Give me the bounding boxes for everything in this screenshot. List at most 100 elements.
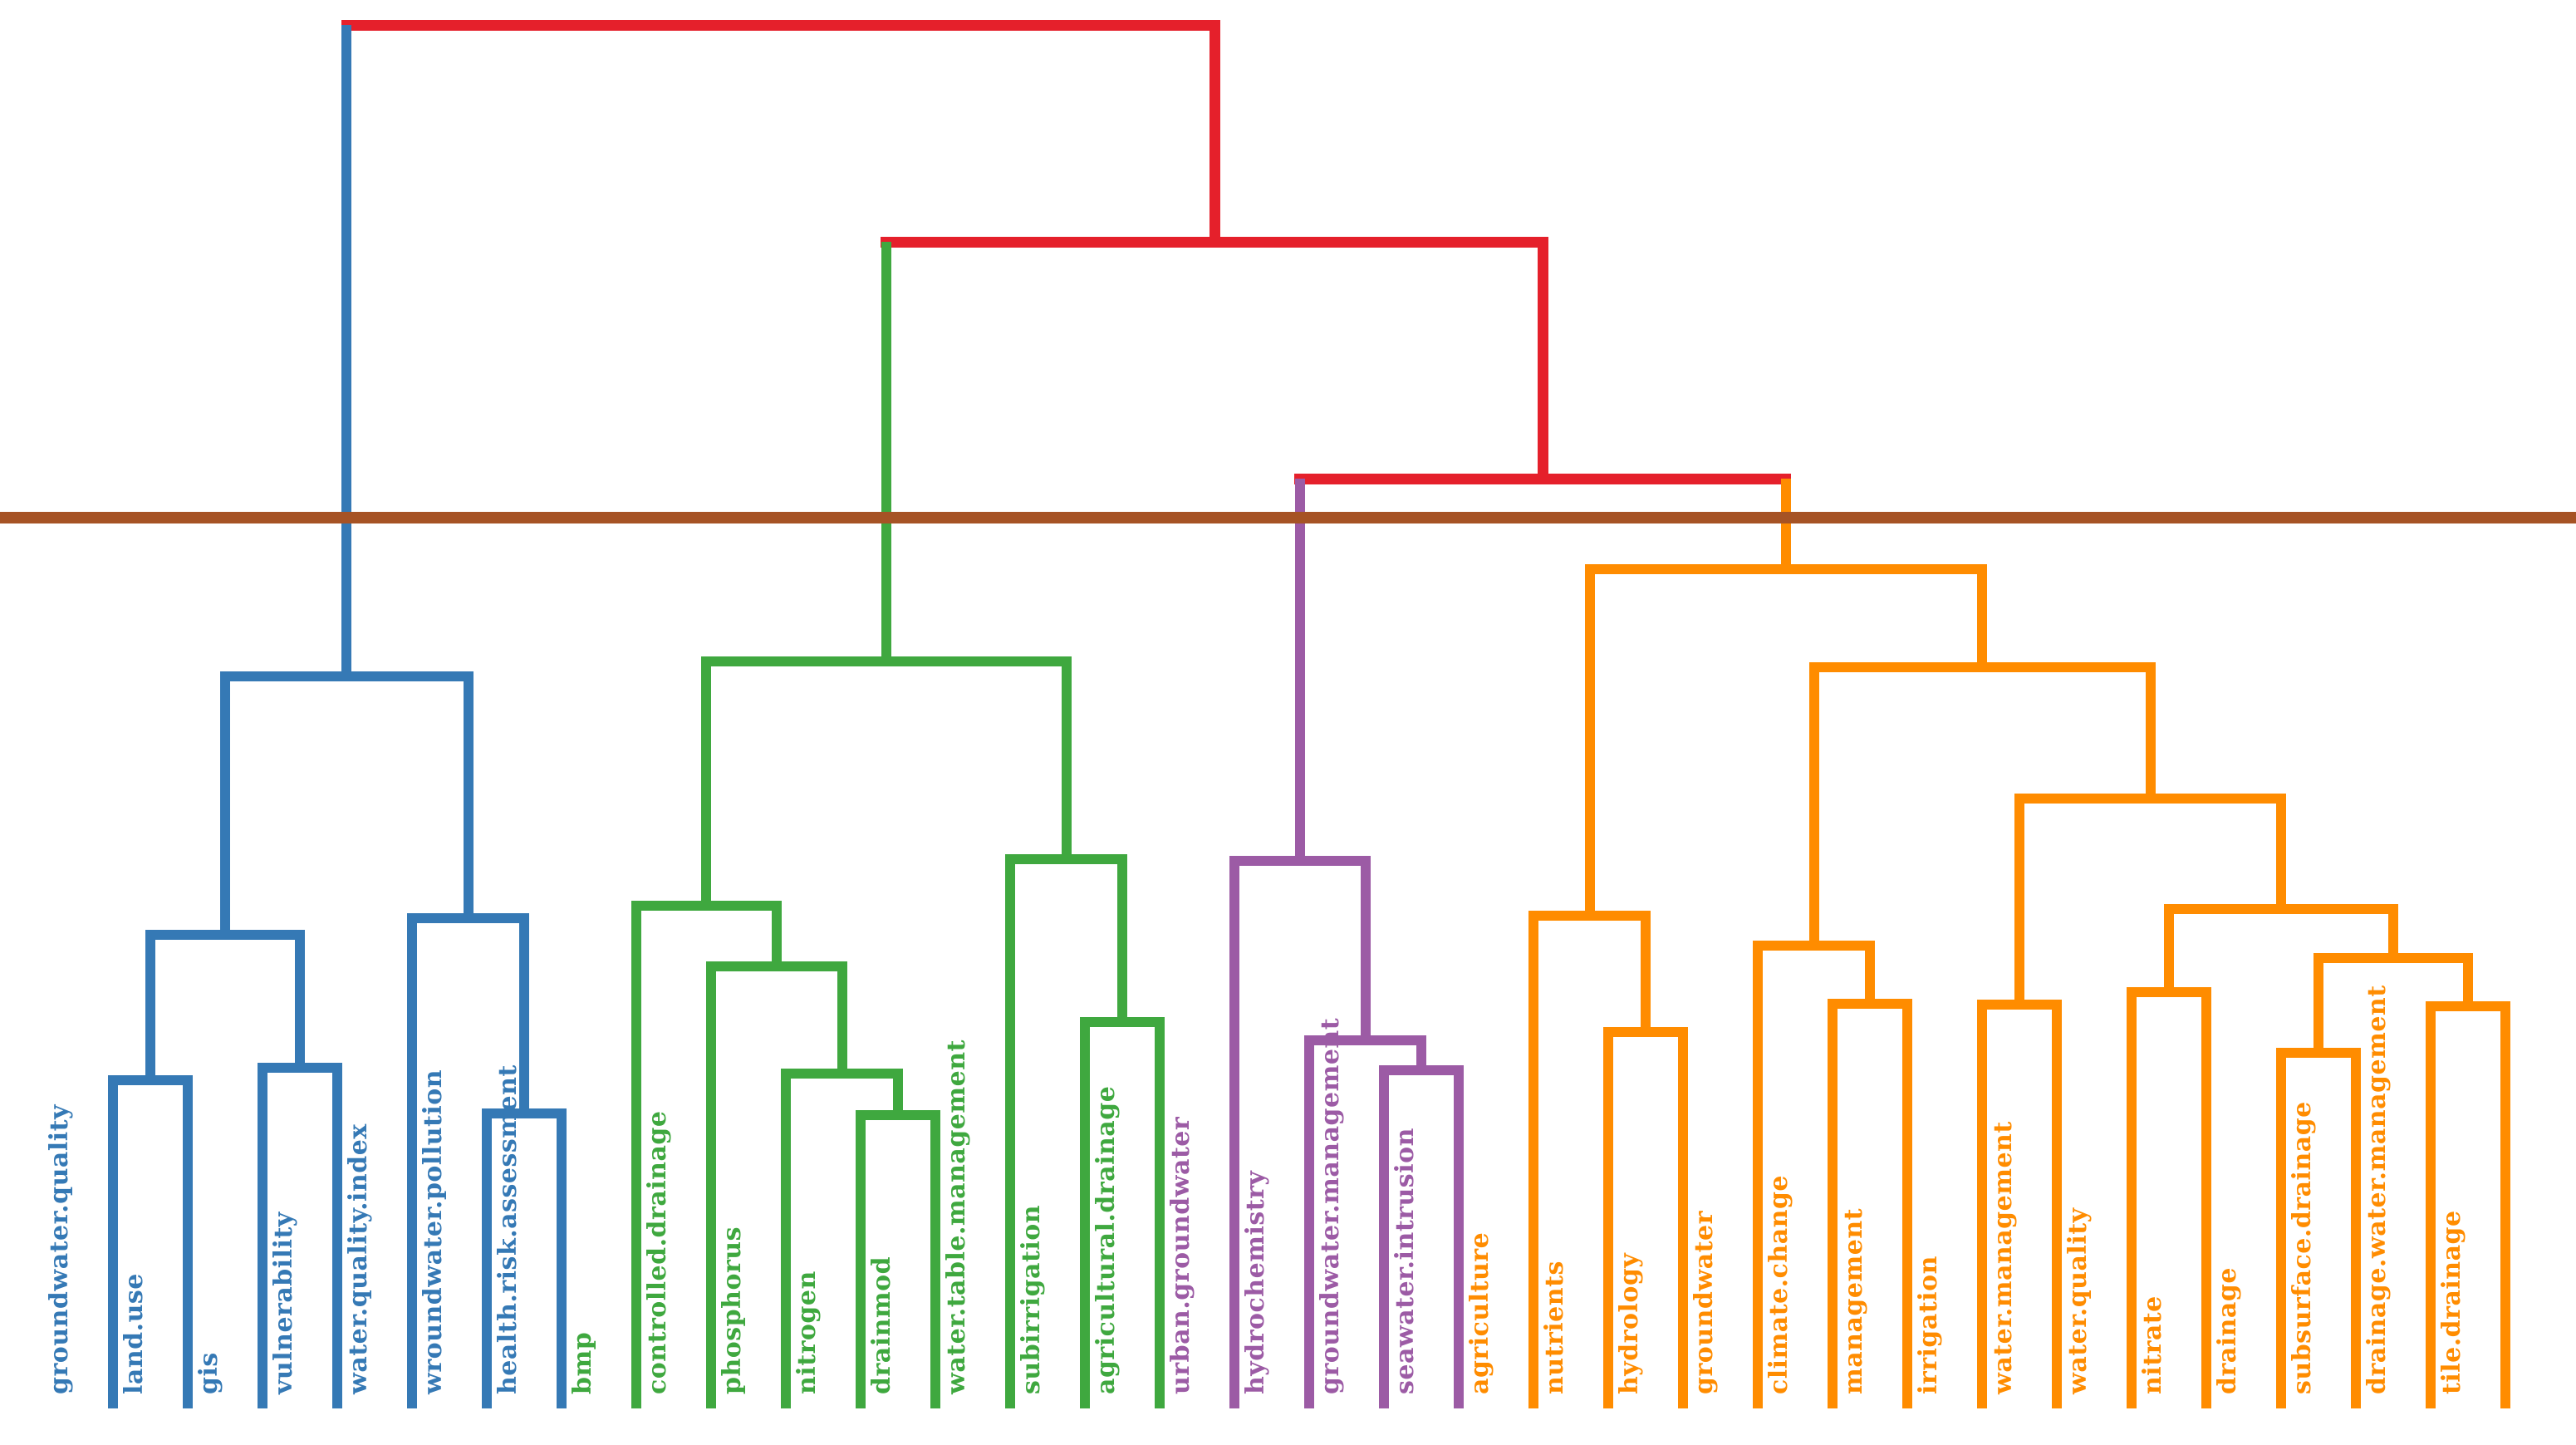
dendrogram-link bbox=[1061, 661, 1072, 859]
dendrogram-link bbox=[2201, 992, 2211, 1408]
dendrogram-link bbox=[2014, 799, 2024, 1005]
leaf-label: drainage.water.management bbox=[2363, 985, 2392, 1394]
dendrogram-link bbox=[1080, 1017, 1165, 1027]
dendrogram-link bbox=[2164, 909, 2174, 992]
dendrogram-link bbox=[2426, 1006, 2436, 1408]
dendrogram-link bbox=[1977, 1005, 1987, 1408]
dendrogram-link bbox=[1229, 861, 1239, 1408]
dendrogram-link bbox=[1294, 479, 1305, 861]
leaf-label: groundwater bbox=[1690, 1211, 1719, 1394]
leaf-label: water.quality.index bbox=[344, 1123, 373, 1394]
leaf-label: urban.groundwater bbox=[1166, 1116, 1195, 1394]
dendrogram-link bbox=[557, 1113, 567, 1408]
leaf-label: nitrogen bbox=[792, 1271, 822, 1394]
dendrogram-link bbox=[2351, 1053, 2361, 1408]
dendrogram-link bbox=[1780, 479, 1791, 569]
dendrogram-link bbox=[145, 930, 305, 940]
leaf-label: groundwater.management bbox=[1316, 1017, 1345, 1394]
dendrogram-link bbox=[1294, 473, 1792, 484]
dendrogram-link bbox=[1379, 1065, 1464, 1075]
dendrogram-link bbox=[1416, 1040, 1426, 1070]
leaf-label: nitrate bbox=[2138, 1295, 2167, 1394]
dendrogram-link bbox=[258, 1068, 267, 1408]
dendrogram-link bbox=[1584, 564, 1987, 574]
dendrogram-link bbox=[881, 242, 891, 661]
leaf-label: agricultural.drainage bbox=[1092, 1085, 1121, 1394]
dendrogram-link bbox=[1977, 569, 1987, 667]
dendrogram-link bbox=[930, 1115, 940, 1408]
leaf-label: land.use bbox=[120, 1273, 149, 1394]
dendrogram-link bbox=[701, 656, 1072, 666]
dendrogram-link bbox=[108, 1075, 193, 1085]
dendrogram-link bbox=[2276, 1048, 2361, 1058]
leaf-label: gis bbox=[194, 1352, 223, 1394]
dendrogram-link bbox=[2014, 794, 2286, 804]
leaf-label: groundwater.quality bbox=[45, 1104, 74, 1394]
leaf-label: water.management bbox=[1989, 1121, 2018, 1394]
leaf-label: water.quality bbox=[2063, 1207, 2093, 1394]
leaf-label: phosphorus bbox=[718, 1226, 747, 1394]
dendrogram-link bbox=[631, 906, 641, 1408]
dendrogram-link bbox=[2313, 958, 2323, 1053]
leaf-label: hydrochemistry bbox=[1241, 1170, 1270, 1394]
dendrogram-link bbox=[1454, 1070, 1464, 1408]
dendrogram-link bbox=[1641, 916, 1651, 1032]
leaf-label: seawater.intrusion bbox=[1391, 1128, 1420, 1394]
dendrogram-link bbox=[2164, 904, 2398, 914]
dendrogram-link bbox=[1977, 1000, 2062, 1010]
dendrogram-link bbox=[519, 918, 529, 1113]
dendrogram-link bbox=[332, 1068, 342, 1408]
dendrogram-link bbox=[1229, 856, 1371, 866]
dendrogram-link bbox=[1902, 1004, 1912, 1408]
dendrogram-link bbox=[1209, 25, 1220, 242]
dendrogram-link bbox=[706, 966, 716, 1408]
leaf-label: subsurface.drainage bbox=[2288, 1101, 2317, 1394]
dendrogram-link bbox=[1379, 1070, 1389, 1408]
dendrogram-link bbox=[1603, 1032, 1613, 1408]
dendrogram-link bbox=[1603, 1027, 1688, 1037]
dendrogram-link bbox=[1808, 667, 1819, 946]
dendrogram-link bbox=[2426, 1001, 2510, 1011]
dendrogram-link bbox=[258, 1063, 342, 1073]
leaf-label: controlled.drainage bbox=[643, 1110, 672, 1395]
dendrogram-link bbox=[771, 906, 782, 966]
dendrogram-link bbox=[706, 961, 847, 971]
leaf-label: water.table.management bbox=[942, 1040, 971, 1394]
dendrogram-link bbox=[1865, 946, 1875, 1004]
dendrogram-link bbox=[1828, 1004, 1838, 1408]
dendrogram-link bbox=[220, 676, 230, 935]
leaf-label: drainage bbox=[2213, 1267, 2242, 1394]
leaf-label: wroundwater.pollution bbox=[419, 1069, 448, 1394]
dendrogram-link bbox=[1528, 911, 1651, 921]
leaf-label: irrigation bbox=[1914, 1256, 1943, 1394]
dendrogram-link bbox=[220, 671, 473, 681]
dendrogram-link bbox=[856, 1115, 866, 1408]
dendrogram-link bbox=[2127, 987, 2211, 997]
dendrogram-link bbox=[1584, 569, 1595, 916]
dendrogram-link bbox=[1537, 242, 1548, 479]
leaf-label: vulnerability bbox=[269, 1212, 298, 1394]
dendrogram-link bbox=[1005, 859, 1015, 1408]
dendrogram-link bbox=[881, 236, 1548, 248]
dendrogram-link bbox=[1678, 1032, 1688, 1408]
dendrogram-link bbox=[1005, 854, 1127, 864]
dendrogram-link bbox=[2127, 992, 2137, 1408]
dendrogram-link bbox=[1360, 861, 1371, 1040]
dendrogram-link bbox=[341, 25, 352, 676]
dendrogram-link bbox=[2276, 799, 2286, 909]
leaf-label: hydrology bbox=[1615, 1252, 1644, 1394]
dendrogram-link bbox=[781, 1074, 791, 1408]
dendrogram-link bbox=[2500, 1006, 2510, 1408]
dendrogram-link bbox=[1753, 941, 1875, 951]
dendrogram-link bbox=[2276, 1053, 2286, 1408]
leaf-label: management bbox=[1839, 1208, 1868, 1394]
dendrogram-link bbox=[837, 966, 847, 1074]
leaf-label: subirrigation bbox=[1017, 1204, 1046, 1394]
dendrogram-link bbox=[1155, 1022, 1165, 1408]
dendrogram-link bbox=[1080, 1022, 1090, 1408]
threshold-line bbox=[0, 512, 2576, 523]
dendrogram-link bbox=[1528, 916, 1538, 1408]
dendrogram-link bbox=[463, 676, 473, 918]
dendrogram-link bbox=[482, 1113, 492, 1408]
